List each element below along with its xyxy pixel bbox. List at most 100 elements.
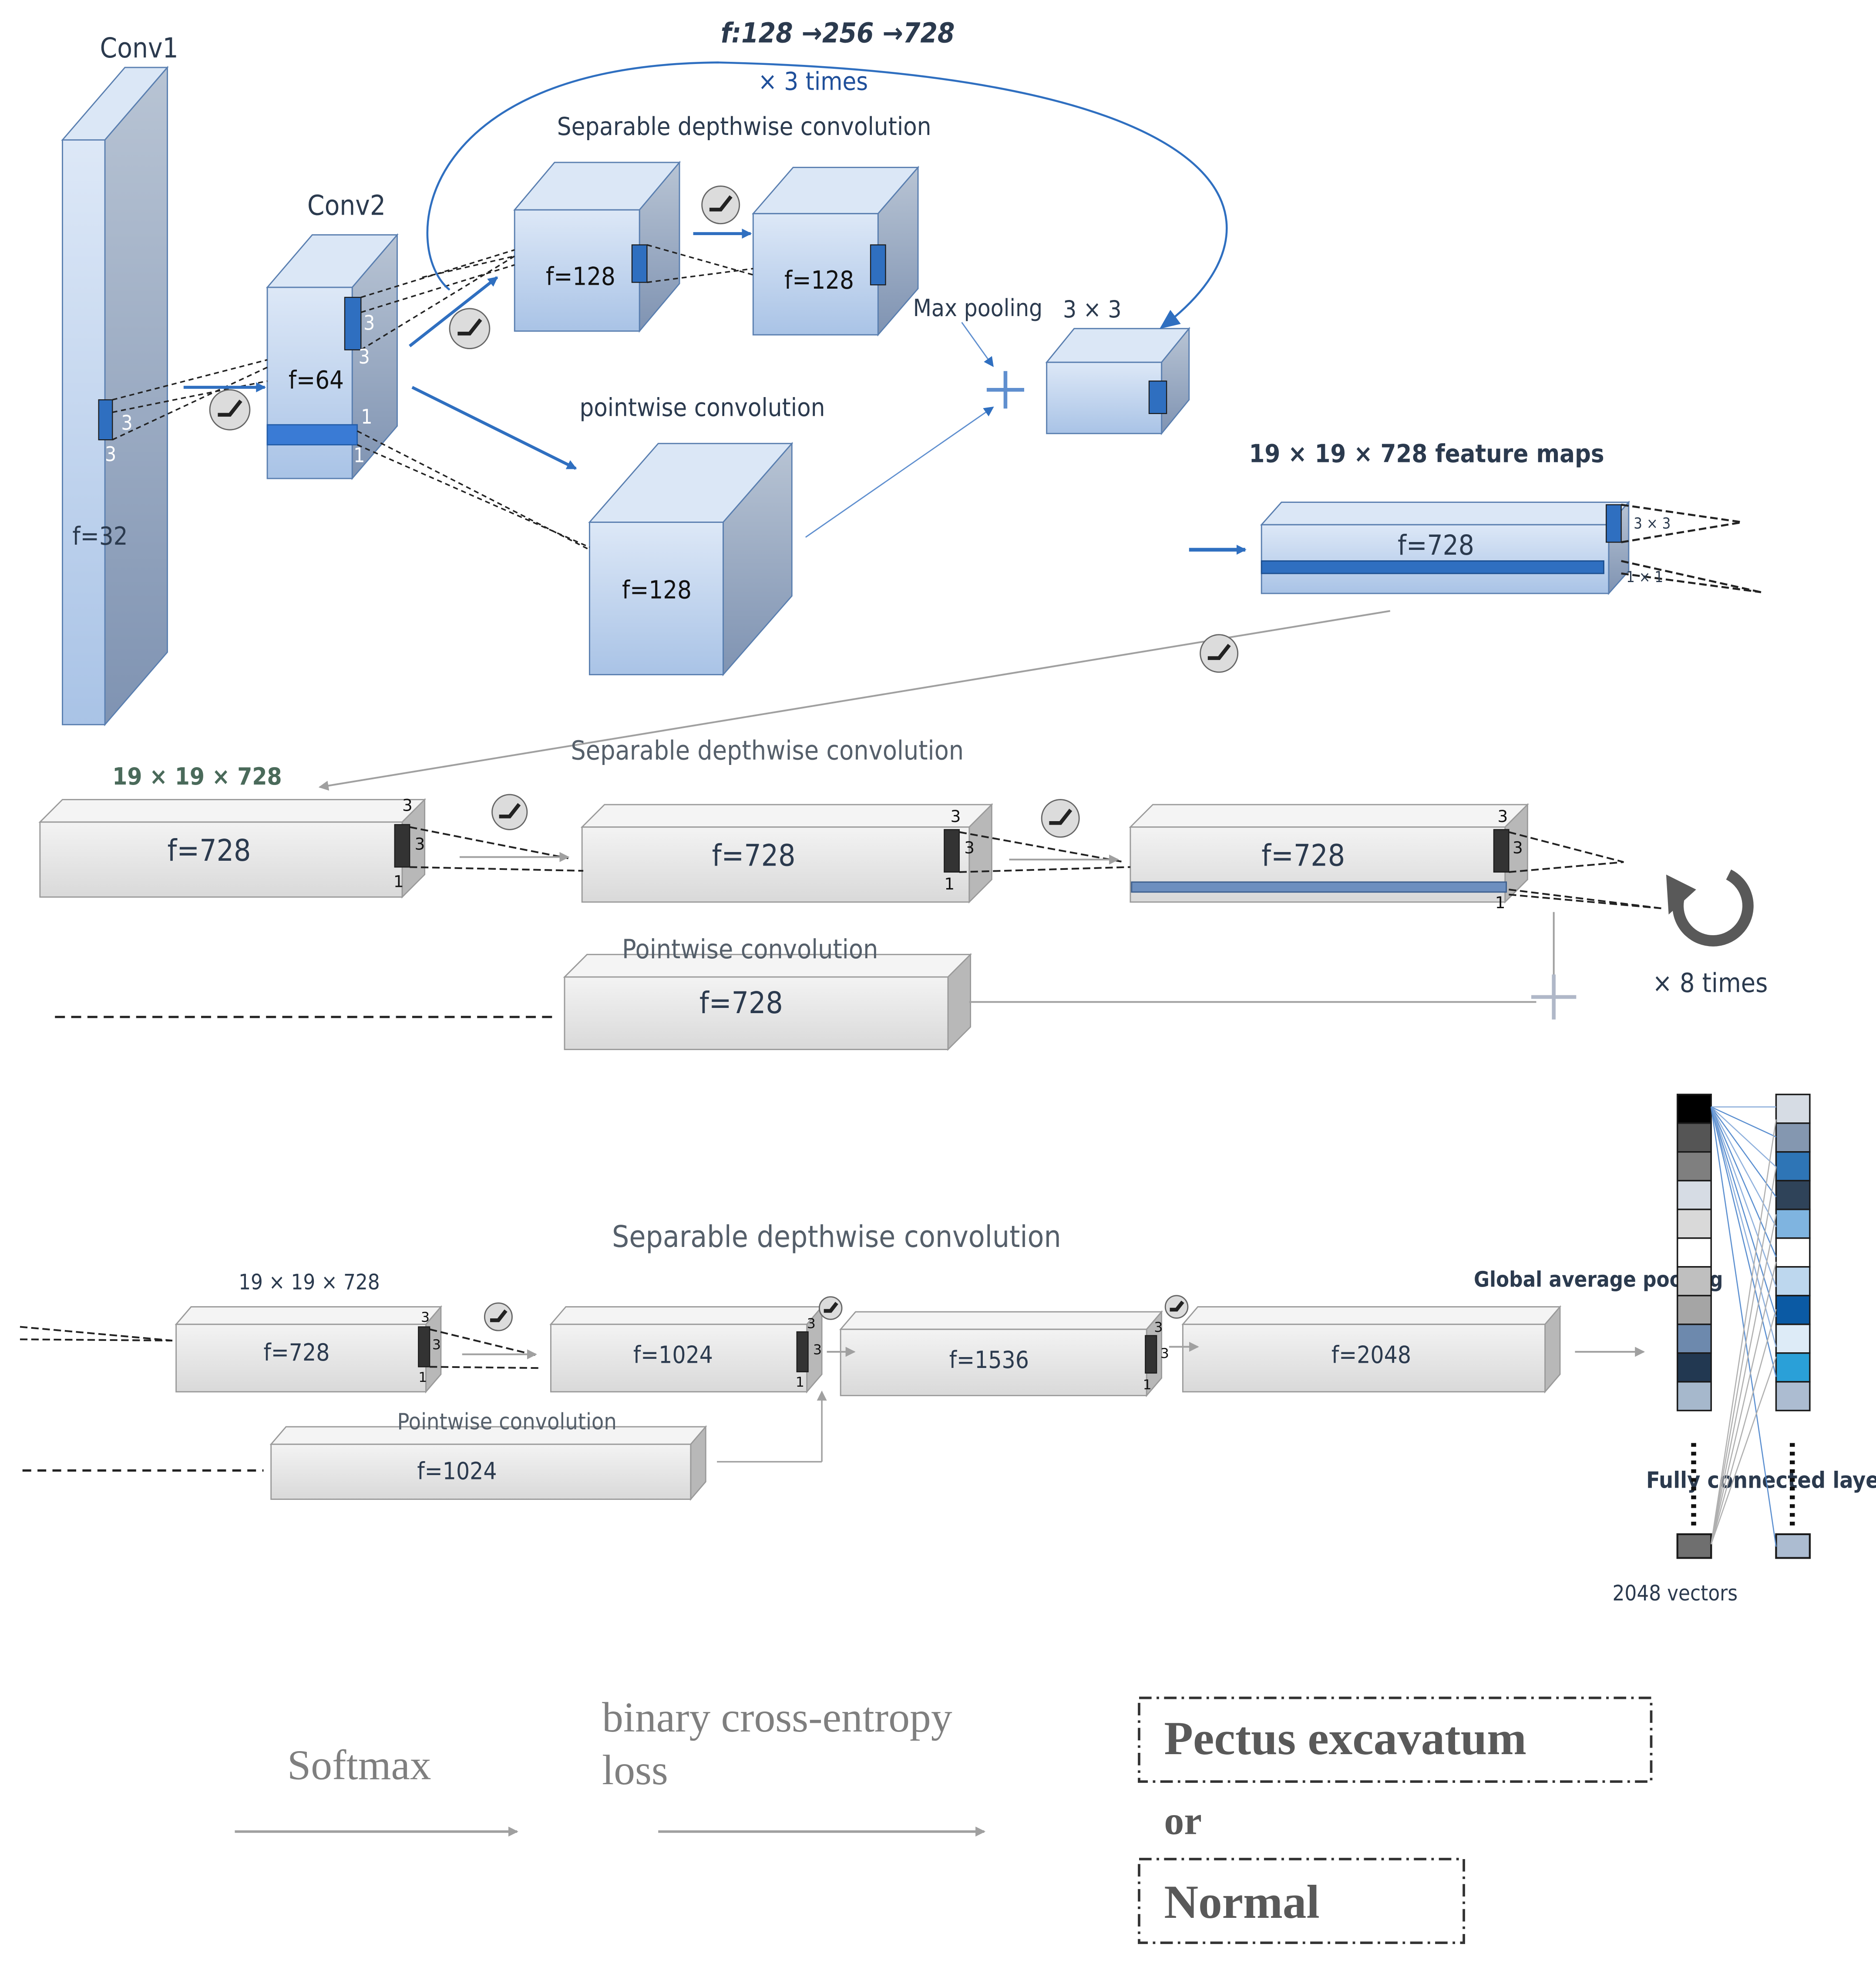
sep-conv-label: Separable depthwise convolution [557,112,931,141]
middle-kernel-num-0: 3 [402,795,413,815]
vector-left-cell [1677,1122,1712,1153]
vector-left-cell [1677,1151,1712,1182]
vector-left-cell [1677,1209,1712,1239]
exit-block-1-top [175,1306,443,1325]
relu-middle-1-circle [491,794,528,830]
fc-label: Fully connected layer [1646,1468,1876,1494]
maxpool-block [1045,327,1190,435]
fc-connection [1711,1106,1777,1197]
relu-entry-2 [449,308,491,350]
conv2-proj-2 [360,264,515,313]
exit-proj-1 [430,1366,540,1369]
conv1-kernel-3b: 3 [105,442,116,466]
vector-left-cell [1677,1180,1712,1210]
middle-kernel-3 [1493,829,1510,873]
loop-times: × 3 times [758,67,868,96]
feature-block-filters: f=728 [1398,529,1474,561]
conv2-label: Conv2 [307,189,386,222]
exit-block1-filters: f=728 [263,1338,329,1366]
vector-right-last-cell [1775,1533,1811,1559]
middle-repeat-label: × 8 times [1652,968,1768,998]
arrow-conv2-pw [411,386,577,470]
conv1-block-side [104,66,168,727]
feature-maps-block-top [1260,502,1631,526]
vector-right-cell [1775,1324,1811,1354]
fc-connection [1710,1107,1777,1317]
vector-left-cell [1677,1237,1712,1268]
sep2-kernel [870,244,886,286]
exit-block-4-top [1181,1306,1562,1325]
middle-pointwise-block-front [564,976,949,1050]
conv1-block [61,66,169,727]
feature-proj-3 [1621,572,1762,593]
softmax-label: Softmax [287,1742,431,1789]
relu-middle-2-circle [1041,799,1080,838]
relu-transition-circle [1200,634,1239,673]
exit-block-2 [549,1305,824,1394]
relu-exit-3-curve [1170,1300,1184,1312]
feature-maps-block-front [1261,524,1610,594]
relu-entry-1 [209,389,251,431]
exit-block4-filters: f=2048 [1331,1341,1411,1369]
repeat-loop-icon [1672,869,1754,947]
vector-right-cell [1775,1122,1811,1153]
class-2-box [1138,1858,1465,1944]
middle-kernel-num-1: 3 [415,834,425,853]
pointwise-label: pointwise convolution [579,393,825,422]
middle-block-2-top [580,804,993,828]
vector-right-cell [1775,1295,1811,1325]
middle-kernel-2 [944,829,960,873]
relu-exit-2 [818,1296,843,1320]
middle-block-1-top [38,799,427,823]
vector-right-cell [1775,1094,1811,1124]
sep-proj-0 [646,244,753,276]
middle-dims-label: 19 × 19 × 728 [112,762,282,790]
middle-block-1-front [39,821,403,898]
feature-maps-block [1260,500,1631,595]
pointwise-filters: f=128 [622,576,692,605]
relu-middle-2 [1041,799,1080,838]
class-1-box [1138,1696,1653,1783]
middle-kernel-num-7: 3 [1513,838,1523,857]
exit-kernel-num-3: 3 [807,1316,816,1331]
conv1-block-front [62,139,106,725]
fc-connection-bottom [1710,1119,1777,1545]
vector-left-cell [1677,1352,1712,1383]
conv2-kernel-3a: 3 [363,311,375,335]
fc-connection-bottom [1710,1261,1777,1545]
exit-pointwise-block [269,1425,707,1501]
fc-connection-bottom [1710,1166,1777,1545]
exit-block-3-front [840,1328,1147,1396]
middle-block3-filters: f=728 [1261,839,1345,873]
arrow-pw-add [805,406,994,538]
exit-kernel-num-7: 3 [1160,1346,1169,1361]
relu-transition [1200,634,1239,673]
conv2-proj-3 [422,255,515,278]
vector-left-cell [1677,1266,1712,1297]
exit-kernel-num-2: 1 [418,1370,427,1385]
exit-sep-conv-label: Separable depthwise convolution [612,1219,1061,1254]
exit-pointwise-filters: f=1024 [417,1457,497,1485]
middle-kernel-num-5: 1 [944,874,955,893]
middle-proj-5 [1509,861,1624,873]
relu-exit-1-circle [484,1302,513,1331]
feature-kernel [1606,504,1622,543]
maxpool-size: 3 × 3 [1063,295,1122,323]
class-1-label: Pectus excavatum [1164,1712,1526,1765]
conv1-filters: f=32 [72,522,128,551]
middle-block-3-top [1129,804,1529,828]
arrow-sep2-add [961,322,994,367]
sep-block1-filters: f=128 [546,262,615,291]
feature-strip [1261,560,1604,574]
exit-proj-0 [429,1328,538,1357]
relu-exit-3 [1164,1295,1189,1319]
vector-columns [1676,1094,1811,1559]
vectors-label: 2048 vectors [1613,1581,1738,1606]
middle-proj-1 [410,866,584,872]
relu-entry-1-curve [218,399,242,417]
relu-middle-1-curve [499,803,521,819]
fc-connection [1710,1107,1777,1347]
exit-block2-filters: f=1024 [633,1341,713,1369]
loss-label-line1: binary cross-entropy [602,1694,952,1741]
